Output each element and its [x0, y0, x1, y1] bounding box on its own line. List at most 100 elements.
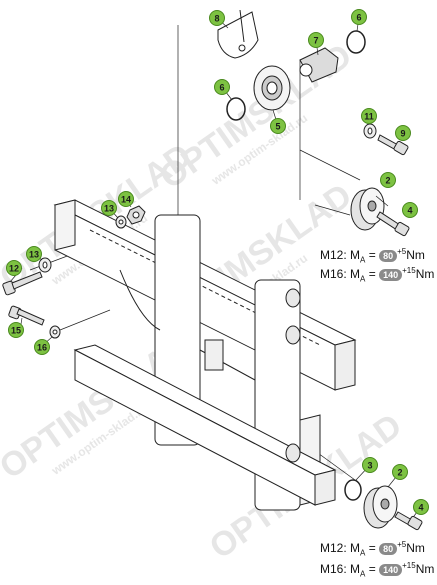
torque-unit: Nm [415, 267, 435, 281]
torque-value: 80 [379, 249, 398, 262]
part-bearing [253, 65, 291, 111]
callout-badge [413, 499, 429, 515]
torque-equals: = [368, 562, 376, 576]
part-bolt-right [377, 134, 409, 156]
callout-number: 12 [9, 264, 19, 274]
callout-badge [6, 260, 22, 276]
mast-rollers [285, 288, 301, 463]
callout-number: 5 [275, 122, 280, 132]
callout-number: 7 [313, 36, 318, 46]
torque-size-label: M12: [320, 541, 347, 555]
callout-number: 11 [364, 112, 374, 122]
callout-ring-bottom: 3 [362, 457, 378, 473]
callout-badge [209, 10, 225, 26]
callout-number: 13 [104, 204, 114, 214]
torque-unit: Nm [406, 541, 425, 555]
part-bolt-left [2, 271, 43, 296]
torque-subscript: A [360, 255, 366, 265]
part-bolt-roller-bottom [394, 511, 423, 531]
callout-roller-top: 2 [380, 172, 396, 188]
torque-tolerance: +15 [402, 266, 416, 275]
torque-tolerance: +15 [402, 561, 416, 570]
callout-nut: 14 [118, 191, 134, 207]
torque-equals: = [368, 541, 376, 555]
lower-cross-beam [73, 344, 337, 506]
callout-badge [101, 200, 117, 216]
torque-unit: Nm [415, 562, 435, 576]
callout-badge [8, 322, 24, 338]
torque-unit: Nm [406, 248, 425, 262]
callout-badge [118, 191, 134, 207]
callout-washer-lower-left: 16 [34, 339, 50, 355]
callout-bolt-lower-left: 15 [8, 322, 24, 338]
callout-number: 14 [121, 195, 131, 205]
part-ring-bottom [344, 479, 362, 501]
callout-badge [362, 457, 378, 473]
torque-symbol: M [350, 267, 361, 281]
callout-washer-left: 13 [26, 246, 42, 262]
callout-badge [351, 9, 367, 25]
callout-badge [392, 464, 408, 480]
torque-spec-bottom-m12: M12: MA = 80+5Nm [320, 540, 425, 557]
callout-badge [308, 32, 324, 48]
part-roller-top [350, 187, 385, 231]
torque-spec-top-m12: M12: MA = 80+5Nm [320, 247, 425, 264]
part-bolt-roller-top [376, 211, 410, 237]
part-snap-ring-left [226, 97, 246, 121]
callout-badge [214, 79, 230, 95]
part-washer-nut [115, 215, 127, 229]
callout-bearing: 5 [270, 118, 286, 134]
callout-bracket: 8 [209, 10, 225, 26]
callout-washer-nut: 13 [101, 200, 117, 216]
callout-cam: 7 [308, 32, 324, 48]
callout-badge [26, 246, 42, 262]
callout-badge [361, 108, 377, 124]
torque-subscript: A [360, 548, 366, 558]
part-washer-left [38, 257, 52, 273]
part-bolt-lower-left [8, 305, 45, 326]
torque-value: 80 [379, 542, 398, 555]
callout-number: 13 [29, 250, 39, 260]
callout-number: 4 [407, 206, 412, 216]
torque-size-label: M16: [320, 562, 347, 576]
callout-number: 16 [37, 343, 47, 353]
callout-bolt-left: 12 [6, 260, 22, 276]
part-washer-lower-left [49, 325, 61, 339]
callout-snap-ring-top: 6 [351, 9, 367, 25]
callout-number: 6 [356, 13, 361, 23]
callout-number: 6 [219, 83, 224, 93]
torque-subscript: A [360, 569, 366, 579]
callout-bolt-roller-bottom: 4 [413, 499, 429, 515]
callout-badge [395, 125, 411, 141]
torque-value: 140 [379, 268, 403, 281]
callout-badge [402, 202, 418, 218]
torque-subscript: A [360, 274, 366, 284]
callout-badge [380, 172, 396, 188]
torque-equals: = [368, 267, 376, 281]
torque-equals: = [368, 248, 376, 262]
torque-symbol: M [350, 562, 361, 576]
part-roller-bottom [363, 485, 398, 529]
callout-snap-ring-left: 6 [214, 79, 230, 95]
torque-value: 140 [379, 563, 403, 576]
callout-washer-right: 11 [361, 108, 377, 124]
callout-badge [270, 118, 286, 134]
callout-badge [34, 339, 50, 355]
torque-symbol: M [350, 248, 361, 262]
callout-number: 9 [400, 129, 405, 139]
callout-number: 8 [214, 14, 219, 24]
callout-number: 3 [367, 461, 372, 471]
torque-spec-top-m16: M16: MA = 140+15Nm [320, 266, 434, 283]
callout-roller-bottom: 2 [392, 464, 408, 480]
callout-bolt-roller-top: 4 [402, 202, 418, 218]
part-bracket [217, 9, 259, 59]
torque-symbol: M [350, 541, 361, 555]
callout-number: 2 [385, 176, 390, 186]
part-nut [126, 205, 146, 225]
callout-number: 15 [11, 326, 21, 336]
callout-number: 4 [418, 503, 423, 513]
part-snap-ring-top [346, 30, 366, 54]
torque-size-label: M12: [320, 248, 347, 262]
torque-size-label: M16: [320, 267, 347, 281]
